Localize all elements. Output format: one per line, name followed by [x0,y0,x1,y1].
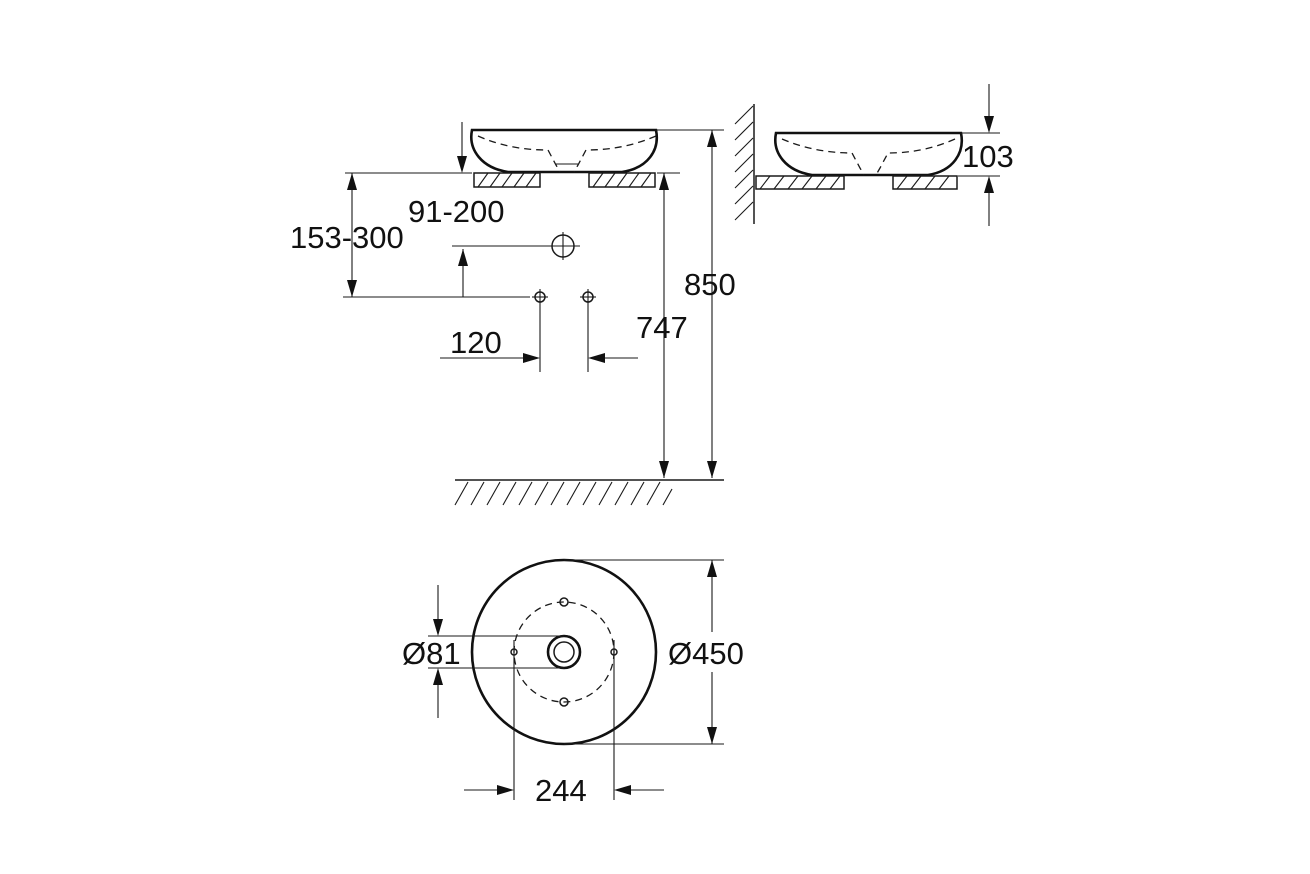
countertop-supports [473,172,656,188]
dimension-diameter-81: Ø81 [402,585,564,718]
label-153-300: 153-300 [290,220,404,255]
floor-hatch [454,479,724,506]
basin-side-profile [774,131,964,177]
dimension-244: 244 [464,640,664,808]
label-120: 120 [450,325,502,360]
dimension-103: 103 [962,84,1014,226]
front-elevation-view: 91-200 153-300 [290,122,736,506]
basin-inner-dashed [477,135,657,173]
label-103: 103 [962,139,1014,174]
label-diameter-450: Ø450 [668,636,744,671]
basin-outer-circle [470,558,658,746]
dimension-91-200: 91-200 [408,122,505,229]
dimension-diameter-450: Ø450 [564,559,744,745]
label-244: 244 [535,773,587,808]
label-91-200: 91-200 [408,194,505,229]
fixing-points [532,289,596,372]
waste-inner-ring [553,641,575,663]
wall-hatch [734,105,754,221]
waste-outer-ring [546,634,582,670]
dimension-120: 120 [440,325,638,363]
label-747: 747 [636,310,688,345]
dimension-153-300: 153-300 [290,173,530,298]
dimension-747: 747 [636,173,688,478]
side-elevation-view: 103 [734,84,1014,226]
label-850: 850 [684,267,736,302]
dimension-850: 850 [684,130,736,478]
basin-inner-dashed-circle [513,601,615,703]
basin-front-profile [470,128,659,174]
waste-outlet-marker [452,232,580,297]
label-diameter-81: Ø81 [402,636,461,671]
plan-view: Ø81 Ø450 244 [402,558,744,808]
